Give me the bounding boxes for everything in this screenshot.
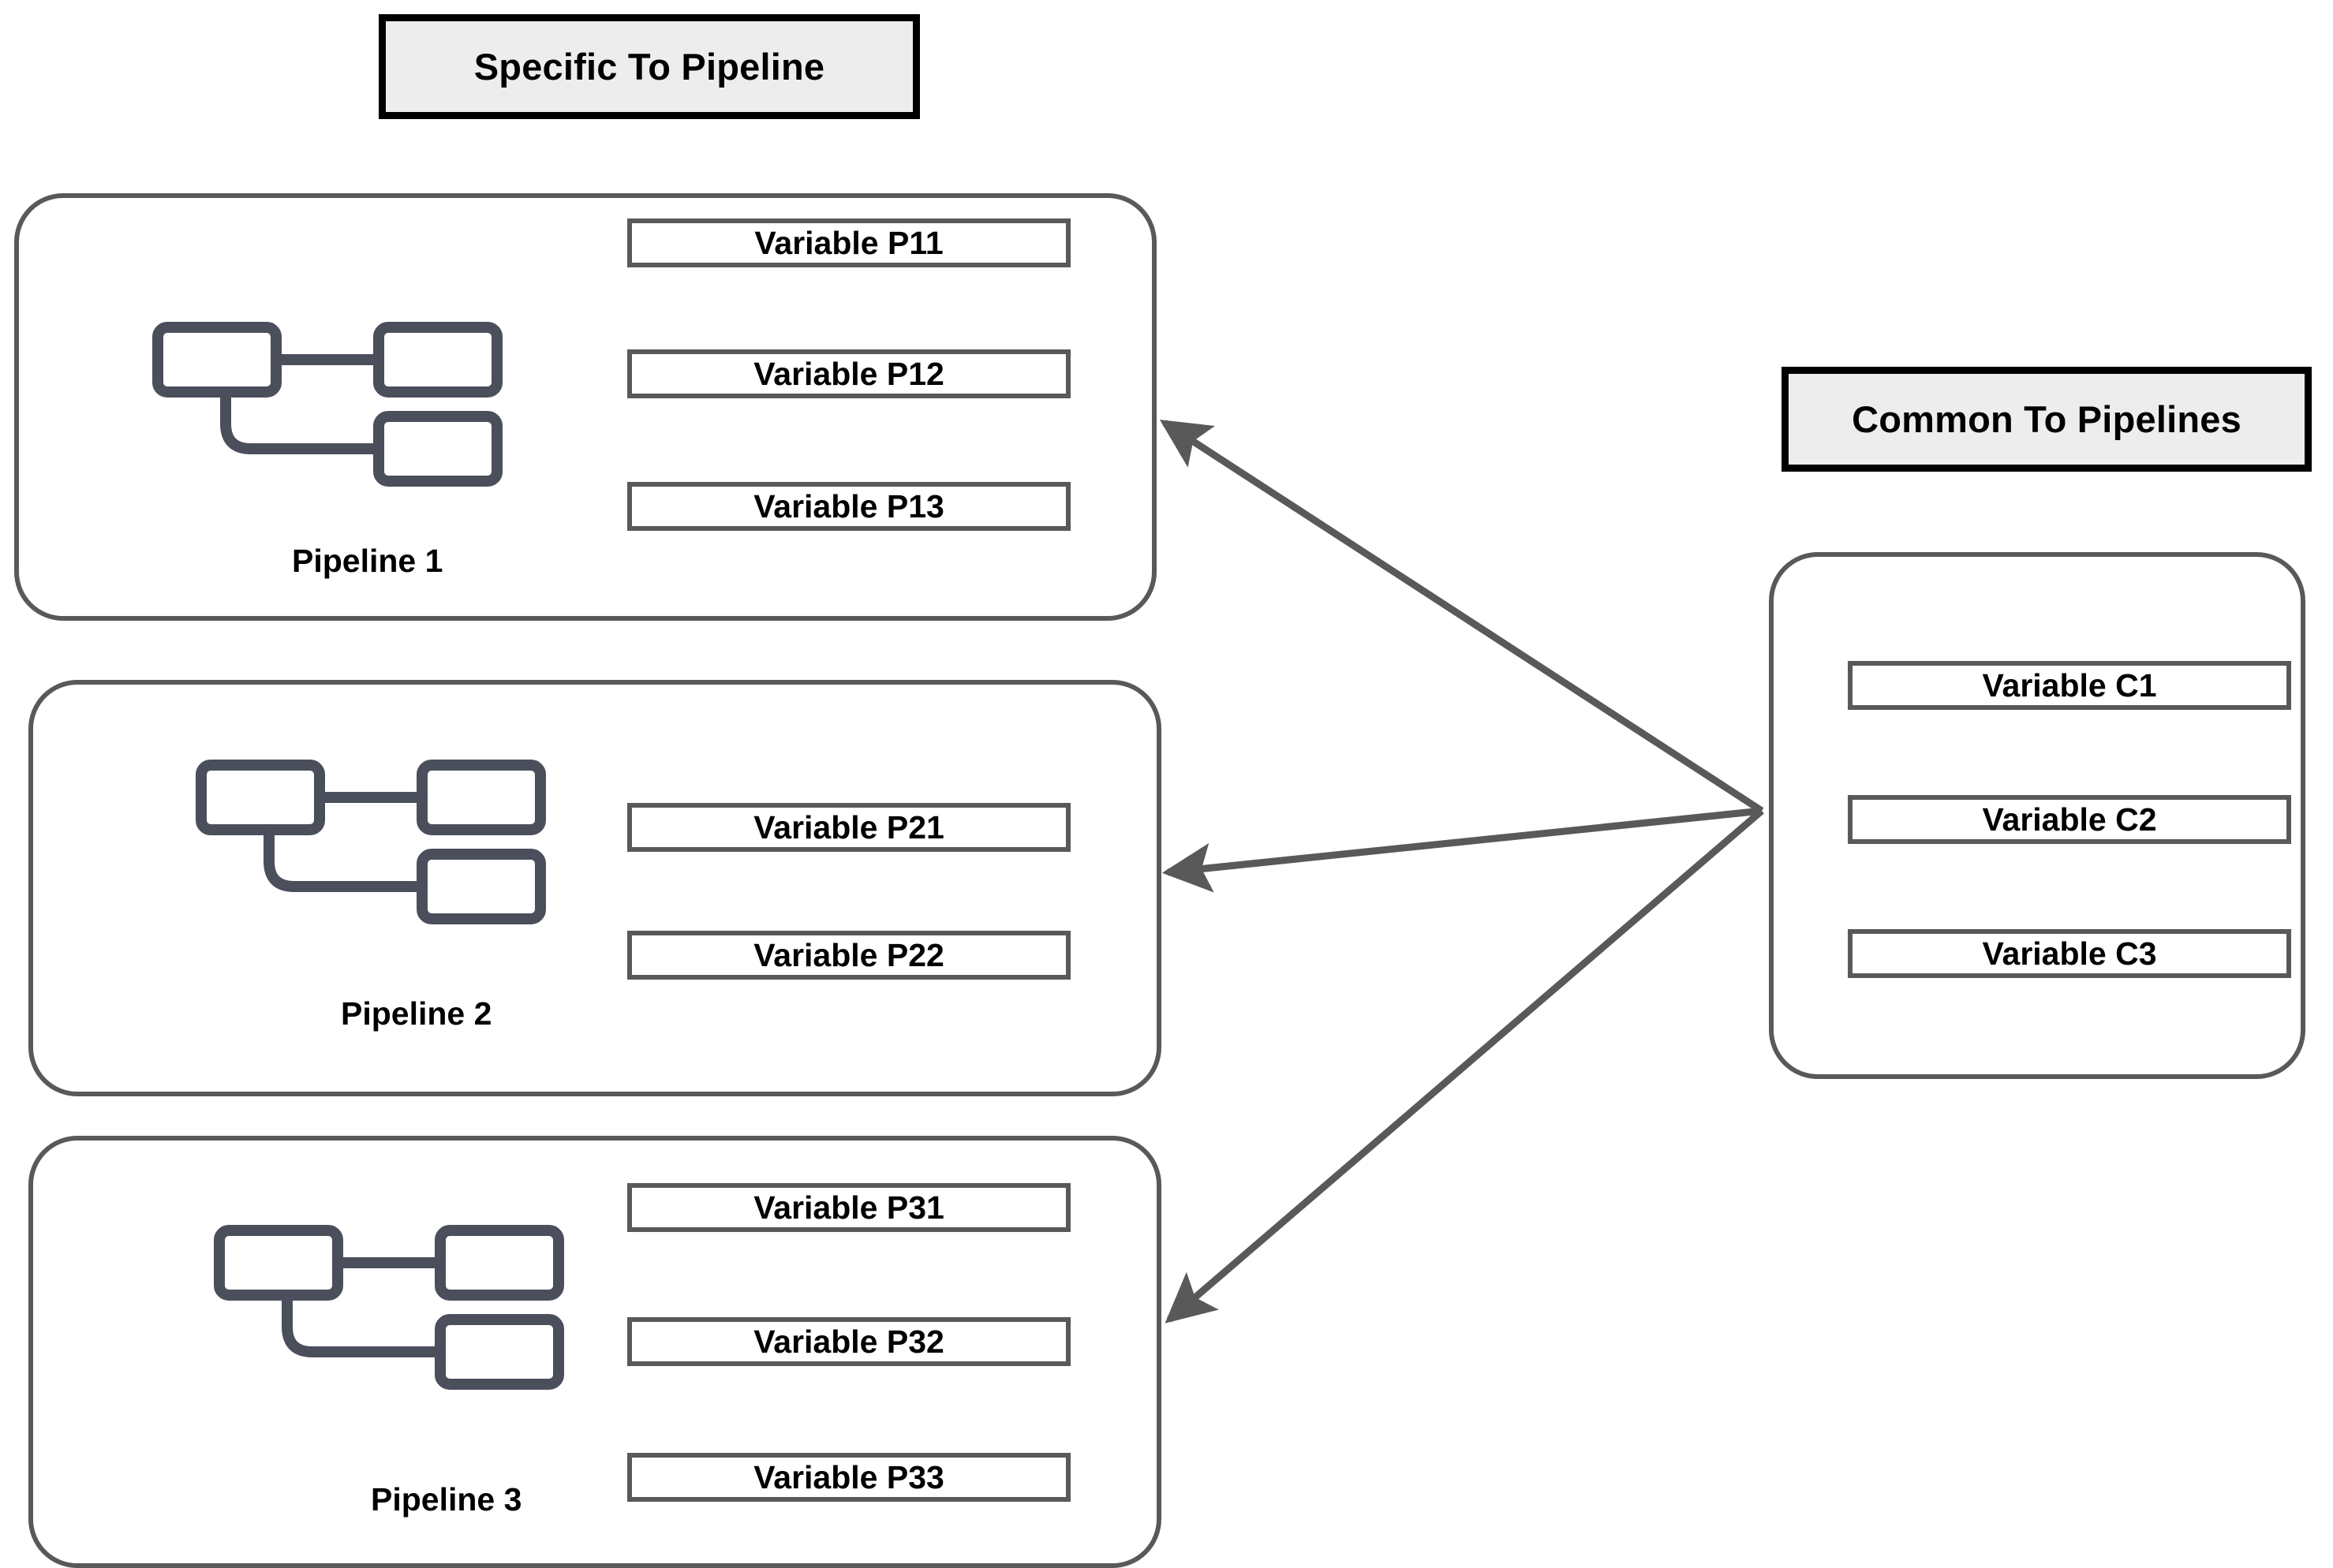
pipeline-flow-icon xyxy=(150,319,513,493)
variable-box-p31[interactable]: Variable P31 xyxy=(627,1183,1071,1232)
variable-box-p12[interactable]: Variable P12 xyxy=(627,349,1071,398)
variable-box-p22[interactable]: Variable P22 xyxy=(627,931,1071,980)
pipeline-flow-icon xyxy=(193,757,556,931)
variable-box-c1[interactable]: Variable C1 xyxy=(1848,661,2291,710)
variable-box-p33[interactable]: Variable P33 xyxy=(627,1453,1071,1502)
arrow-common-to-pipeline-1 xyxy=(1159,420,1764,814)
banner-common-to-pipelines: Common To Pipelines xyxy=(1782,367,2312,472)
pipeline-label-2: Pipeline 2 xyxy=(341,995,492,1032)
variable-box-c2[interactable]: Variable C2 xyxy=(1848,795,2291,844)
arrow-common-to-pipeline-2 xyxy=(1161,807,1763,893)
pipeline-label-3: Pipeline 3 xyxy=(371,1481,522,1518)
pipeline-group-2[interactable] xyxy=(28,680,1161,1096)
variable-box-p32[interactable]: Variable P32 xyxy=(627,1317,1071,1366)
variable-box-p13[interactable]: Variable P13 xyxy=(627,482,1071,531)
pipeline-flow-icon xyxy=(211,1223,574,1396)
banner-specific-to-pipeline: Specific To Pipeline xyxy=(379,14,920,119)
variable-box-c3[interactable]: Variable C3 xyxy=(1848,929,2291,978)
arrow-common-to-pipeline-3 xyxy=(1165,808,1764,1323)
variable-box-p21[interactable]: Variable P21 xyxy=(627,803,1071,852)
pipeline-label-1: Pipeline 1 xyxy=(292,543,443,579)
variable-box-p11[interactable]: Variable P11 xyxy=(627,218,1071,267)
